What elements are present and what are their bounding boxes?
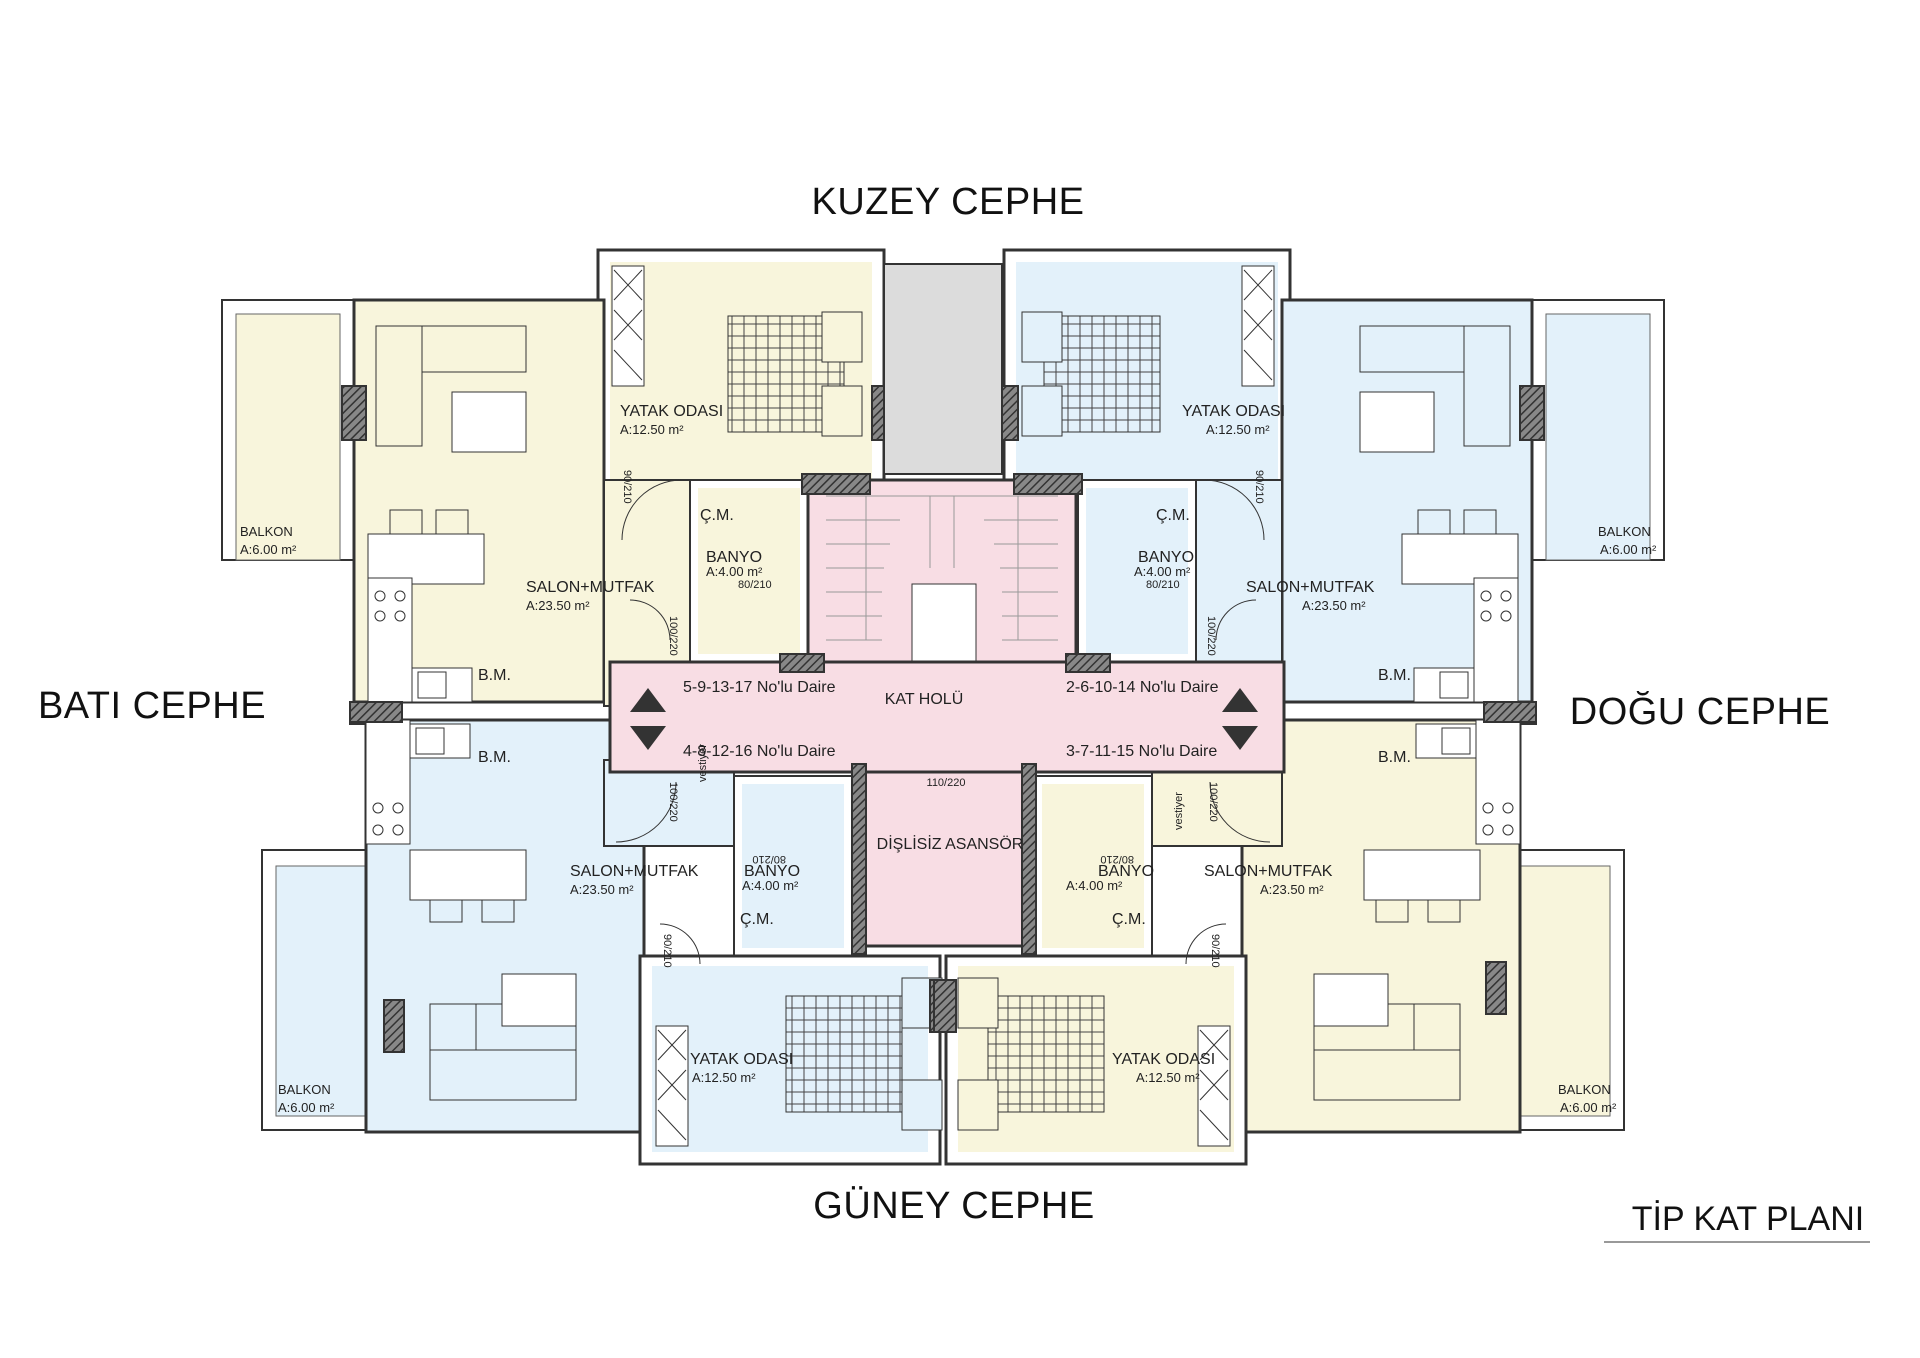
nw-bath-area: A:4.00 m² — [706, 564, 763, 579]
nw-washer-label: B.M. — [478, 667, 511, 684]
facade-west: BATI CEPHE — [38, 685, 266, 727]
se-living-label: SALON+MUTFAK — [1204, 863, 1333, 880]
sw-wc-label: vestiyer — [697, 744, 709, 782]
sw-living-area: A:23.50 m² — [570, 882, 634, 897]
core-hall-label: KAT HOLÜ — [885, 690, 964, 708]
apartment-southwest — [261, 701, 953, 1166]
nw-living-area: A:23.50 m² — [526, 598, 590, 613]
nw-bedroom-area: A:12.50 m² — [620, 422, 684, 437]
ne-bath-area: A:4.00 m² — [1134, 564, 1191, 579]
se-living-area: A:23.50 m² — [1260, 882, 1324, 897]
sw-washer-label: B.M. — [478, 749, 511, 766]
building-core — [608, 263, 1286, 955]
apartment-northwest — [221, 248, 897, 725]
se-bath-area: A:4.00 m² — [1066, 878, 1123, 893]
ne-balcony-area: A:6.00 m² — [1600, 542, 1657, 557]
ne-entry-door: 100/220 — [1205, 616, 1217, 656]
sw-bath-door: 80/210 — [752, 853, 786, 865]
elevator-label: DİŞLİSİZ ASANSÖR — [877, 834, 1024, 853]
apt-nw-label: 5-9-13-17 No'lu Daire — [683, 679, 836, 696]
apt-sw-label: 4-8-12-16 No'lu Daire — [683, 743, 836, 760]
nw-bath-label: BANYO — [706, 549, 762, 566]
elevator-door-label: 110/220 — [927, 777, 966, 789]
ne-laundry-label: Ç.M. — [1156, 507, 1190, 524]
sw-bath-area: A:4.00 m² — [742, 878, 799, 893]
apartment-northeast — [993, 248, 1665, 725]
plan-title: TİP KAT PLANI — [1632, 1200, 1864, 1238]
elevator — [862, 770, 1026, 948]
sw-bath-label: BANYO — [744, 863, 800, 880]
ne-bath-label: BANYO — [1138, 549, 1194, 566]
sw-balcony-label: BALKON — [278, 1082, 331, 1097]
arrow-down-left — [630, 726, 666, 750]
se-wc-label: vestiyer — [1173, 792, 1185, 830]
se-balcony-area: A:6.00 m² — [1560, 1100, 1617, 1115]
arrow-up-left — [630, 688, 666, 712]
nw-bedroom-door: 90/210 — [621, 470, 633, 504]
nw-laundry-label: Ç.M. — [700, 507, 734, 524]
sw-laundry-label: Ç.M. — [740, 911, 774, 928]
ne-living-area: A:23.50 m² — [1302, 598, 1366, 613]
ne-bedroom-area: A:12.50 m² — [1206, 422, 1270, 437]
ne-washer-label: B.M. — [1378, 667, 1411, 684]
arrow-down-right — [1222, 726, 1258, 750]
facade-south: GÜNEY CEPHE — [813, 1185, 1094, 1227]
apartment-southeast — [933, 701, 1625, 1166]
ne-bedroom-door: 90/210 — [1253, 470, 1265, 504]
ne-bath-door: 80/210 — [1146, 579, 1180, 591]
sw-bedroom-area: A:12.50 m² — [692, 1070, 756, 1085]
se-bedroom-door: 90/210 — [1209, 934, 1221, 968]
sw-bedroom-door: 90/210 — [661, 934, 673, 968]
nw-bath-door: 80/210 — [738, 579, 772, 591]
sw-bedroom-label: YATAK ODASI — [690, 1051, 793, 1068]
sw-living-label: SALON+MUTFAK — [570, 863, 699, 880]
arrow-up-right — [1222, 688, 1258, 712]
se-washer-label: B.M. — [1378, 749, 1411, 766]
se-balcony-label: BALKON — [1558, 1082, 1611, 1097]
se-laundry-label: Ç.M. — [1112, 911, 1146, 928]
shaft — [883, 263, 1003, 475]
se-bedroom-label: YATAK ODASI — [1112, 1051, 1215, 1068]
ne-living-label: SALON+MUTFAK — [1246, 579, 1375, 596]
se-bath-label: BANYO — [1098, 863, 1154, 880]
ne-bedroom-label: YATAK ODASI — [1182, 403, 1285, 420]
nw-balcony-area: A:6.00 m² — [240, 542, 297, 557]
floor-hall — [608, 660, 1286, 774]
nw-living-label: SALON+MUTFAK — [526, 579, 655, 596]
se-entry-door: 100/220 — [1207, 782, 1219, 822]
ne-balcony-label: BALKON — [1598, 524, 1651, 539]
se-bedroom-area: A:12.50 m² — [1136, 1070, 1200, 1085]
sw-balcony-area: A:6.00 m² — [278, 1100, 335, 1115]
nw-balcony-label: BALKON — [240, 524, 293, 539]
nw-entry-door: 100/220 — [667, 616, 679, 656]
apt-se-label: 3-7-11-15 No'lu Daire — [1066, 743, 1217, 760]
nw-bedroom-label: YATAK ODASI — [620, 403, 723, 420]
apt-ne-label: 2-6-10-14 No'lu Daire — [1066, 679, 1219, 696]
se-bath-door: 80/210 — [1100, 853, 1134, 865]
facade-east: DOĞU CEPHE — [1570, 689, 1830, 733]
sw-entry-door: 100/220 — [667, 782, 679, 822]
facade-north: KUZEY CEPHE — [812, 181, 1085, 223]
